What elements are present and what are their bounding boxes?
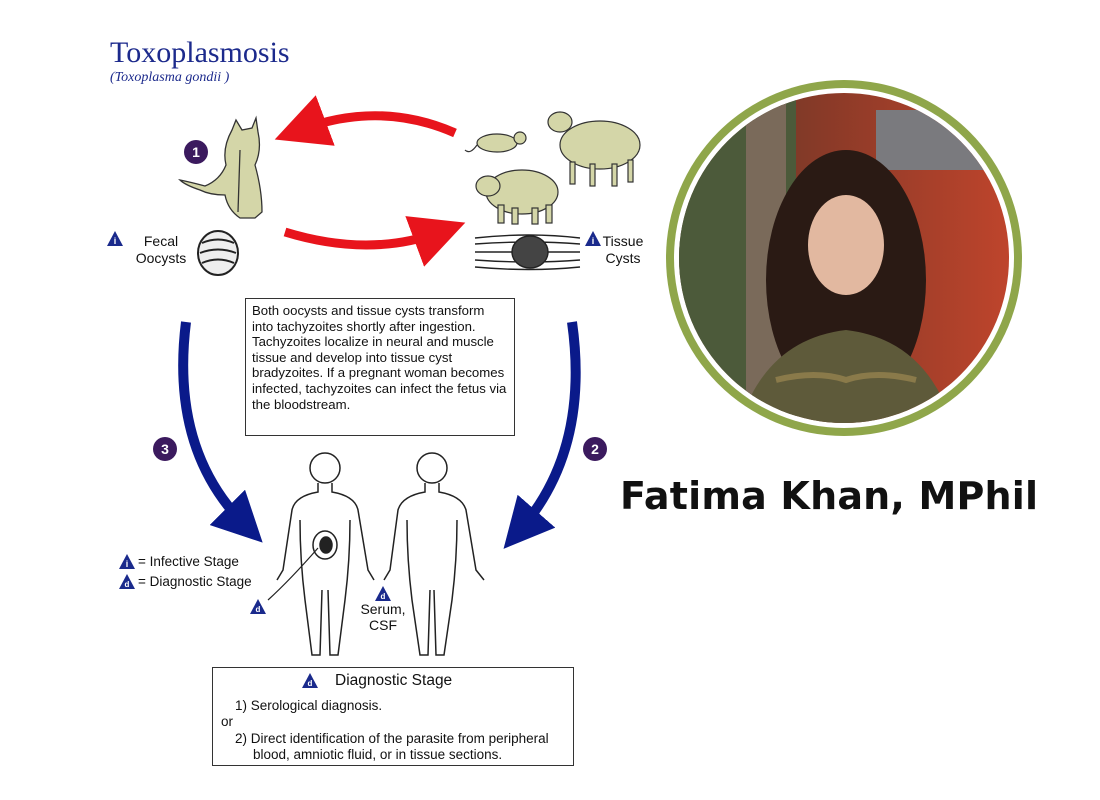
red-arrow-to-cat <box>274 95 457 146</box>
svg-text:3: 3 <box>161 441 169 457</box>
sheep-illustration <box>547 111 641 187</box>
svg-text:d: d <box>256 605 261 614</box>
info-text-box: Both oocysts and tissue cysts transform … <box>245 298 515 436</box>
diagnostic-triangle-amniotic: d <box>250 599 266 614</box>
tissue-cyst-illustration <box>474 234 581 271</box>
step-3-badge: 3 <box>153 437 177 461</box>
svg-text:d: d <box>125 580 130 589</box>
diagram-title: Toxoplasmosis <box>110 36 290 69</box>
diagnostic-stage-box: Diagnostic Stage 1) Serological diagnosi… <box>212 667 574 766</box>
pig-illustration <box>475 169 559 225</box>
infective-triangle-fecal: i <box>107 231 123 246</box>
author-photo <box>674 88 1014 428</box>
human-figure-man <box>383 452 485 656</box>
diagnostic-or: or <box>221 714 234 729</box>
diagram-subtitle: (Toxoplasma gondii ) <box>110 70 230 85</box>
infective-triangle-tissue: i <box>585 231 601 246</box>
tissue-cysts-label: Tissue Cysts <box>602 233 644 266</box>
blue-arrow-2 <box>503 321 581 549</box>
blue-arrow-3 <box>178 321 263 543</box>
red-arrow-to-hosts <box>283 216 466 267</box>
legend-infective-label: = Infective Stage <box>138 554 239 569</box>
diagnostic-item-2-line-1: 2) Direct identification of the parasite… <box>235 731 549 746</box>
legend-diagnostic-label: = Diagnostic Stage <box>138 574 252 589</box>
amniotic-line <box>267 547 319 601</box>
diagnostic-stage-title: Diagnostic Stage <box>335 672 453 689</box>
author-name: Fatima Khan, MPhil <box>620 474 1039 518</box>
step-2-badge: 2 <box>583 437 607 461</box>
legend-diagnostic-icon: d <box>119 574 135 589</box>
legend-infective-icon: i <box>119 554 135 569</box>
mouse-illustration <box>464 131 527 153</box>
svg-text:i: i <box>126 559 129 569</box>
svg-text:d: d <box>381 592 386 601</box>
lifecycle-diagram: 1 2 3 <box>107 95 641 688</box>
svg-text:d: d <box>308 679 313 688</box>
svg-text:1: 1 <box>192 144 200 160</box>
oocyst-illustration <box>197 230 239 276</box>
svg-text:i: i <box>592 236 595 246</box>
fecal-oocysts-label: Fecal Oocysts <box>135 233 187 266</box>
diagnostic-item-2-line-2: blood, amniotic fluid, or in tissue sect… <box>253 747 503 762</box>
human-figure-woman <box>276 452 375 656</box>
step-1-badge: 1 <box>184 140 208 164</box>
diagnostic-box-icon: d <box>302 673 318 688</box>
svg-text:i: i <box>114 236 117 246</box>
svg-text:2: 2 <box>591 441 599 457</box>
author-photo-ring <box>666 80 1022 436</box>
cat-illustration <box>178 115 263 219</box>
serum-csf-label: Serum, CSF <box>360 601 406 633</box>
diagnostic-triangle-serum: d <box>375 586 391 601</box>
diagnostic-item-1: 1) Serological diagnosis. <box>235 698 383 713</box>
